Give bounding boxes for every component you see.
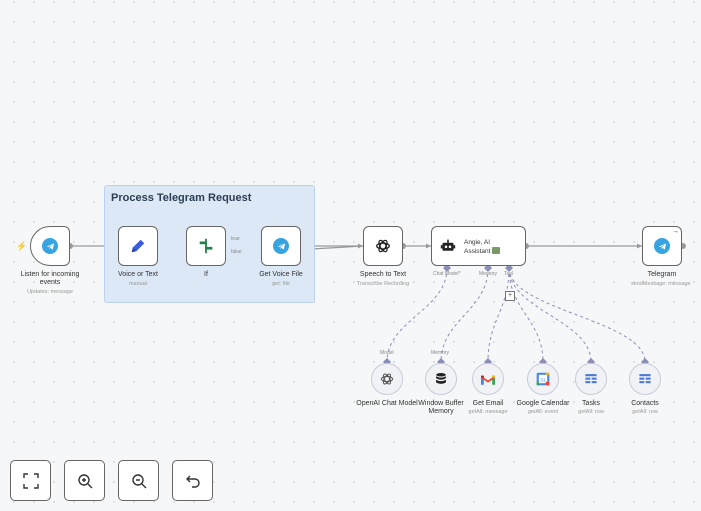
split-icon [199,238,213,254]
pencil-icon [131,239,145,253]
node-get-email[interactable] [472,363,504,395]
node-subtitle: getAll: message [468,409,508,415]
node-if[interactable] [186,226,226,266]
node-listen-for-events[interactable] [30,226,70,266]
node-subtitle: sendMessage: message [631,281,691,287]
zoom-in-button[interactable] [64,460,105,501]
zoom-out-icon [131,473,146,488]
node-label: OpenAI Chat Model [356,400,418,407]
table-icon [585,374,597,384]
openai-icon [376,239,390,253]
undo-button[interactable] [172,460,213,501]
node-telegram[interactable]: → [642,226,682,266]
node-speech-to-text[interactable] [363,226,403,266]
table-icon [639,374,651,384]
node-voice-or-text[interactable] [118,226,158,266]
node-tasks[interactable] [575,363,607,395]
node-label: Voice or Text [118,271,158,278]
node-label: Telegram [647,271,677,278]
node-label: If [204,271,208,278]
zoom-to-fit-button[interactable] [10,460,51,501]
output-true-label: true [231,236,240,242]
node-ai-agent[interactable] [431,226,526,266]
database-icon [436,373,446,384]
node-label: Window Buffer Memory [418,400,464,415]
node-subtitle: getAll: event [527,409,559,415]
node-window-buffer-memory[interactable] [425,363,457,395]
gmail-icon [481,375,495,385]
output-arrow-icon: → [672,228,679,235]
port-model-label: Model [380,350,394,356]
svg-text:31: 31 [540,377,546,383]
node-google-calendar[interactable]: 31 [527,363,559,395]
node-subtitle: getAll: row [578,409,604,415]
agent-emoji-icon [492,247,501,254]
node-subtitle: getAll: row [632,409,658,415]
port-memory: Memory [479,271,498,277]
trigger-bolt-icon: ⚡ [16,241,28,251]
zoom-in-icon [77,473,92,488]
node-label: Google Calendar [516,400,570,407]
group-title: Process Telegram Request [111,192,252,204]
undo-icon [185,475,200,488]
node-label: Contacts [631,400,659,407]
agent-title-line2: Assistant [464,248,491,255]
node-subtitle: manual [128,281,148,287]
port-tool: Tool [504,271,514,277]
node-label: Get Email [472,400,504,407]
port-chat-model: Chat Model* [433,271,461,277]
node-subtitle: get: file [272,281,290,287]
openai-icon [380,373,394,385]
node-label: Speech to Text [359,271,407,278]
robot-icon [440,239,456,251]
node-contacts[interactable] [629,363,661,395]
node-label: Listen for incoming events [20,271,80,286]
telegram-icon [654,238,670,254]
output-false-label: false [231,249,242,255]
node-subtitle: Transcribe Recording [356,281,410,287]
agent-title: Angie, AI Assistant [464,238,501,256]
agent-title-line1: Angie, AI [464,239,491,246]
telegram-icon [42,238,58,254]
fullscreen-icon [22,472,39,489]
zoom-out-button[interactable] [118,460,159,501]
node-label: Get Voice File [259,271,303,278]
node-subtitle: Updates: message [27,289,73,295]
node-get-voice-file[interactable] [261,226,301,266]
calendar-icon: 31 [536,372,550,386]
port-memory-label: Memory [431,350,450,356]
node-openai-chat-model[interactable] [371,363,403,395]
telegram-icon [273,238,289,254]
add-tool-button[interactable]: + [505,291,515,301]
node-label: Tasks [582,400,600,407]
